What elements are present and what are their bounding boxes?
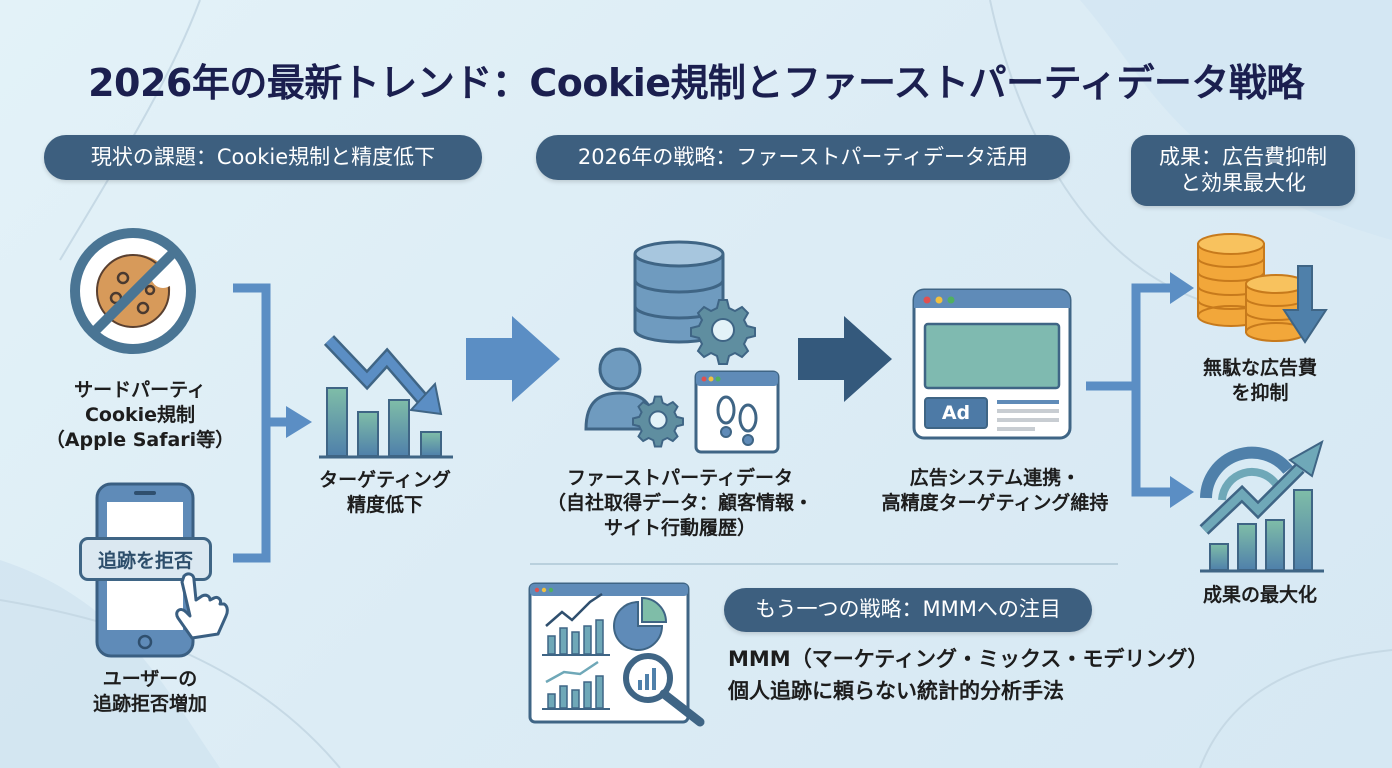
pointing-hand-icon bbox=[175, 572, 229, 640]
database-icon bbox=[633, 240, 725, 344]
user-tracking-refusal-label: ユーザーの 追跡拒否増加 bbox=[92, 668, 207, 716]
section-divider bbox=[530, 563, 1118, 565]
section-header-strategy: 2026年の戦略：ファーストパーティデータ活用 bbox=[536, 135, 1070, 180]
declining-chart-icon bbox=[319, 335, 453, 459]
section-header-result-line1: 成果：広告費抑制 bbox=[1159, 145, 1327, 170]
growth-chart-icon bbox=[1199, 439, 1324, 573]
flow-arrow-to-strategy bbox=[466, 316, 560, 402]
split-connector-arrow bbox=[1086, 272, 1194, 508]
ad-browser-icon bbox=[912, 288, 1072, 440]
gear-icon bbox=[690, 299, 756, 365]
mmm-section-header: もう一つの戦略：MMMへの注目 bbox=[724, 588, 1092, 632]
first-party-data-label: ファーストパーティデータ （自社取得データ：顧客情報・ サイト行動履歴） bbox=[546, 467, 813, 540]
reduce-ad-spend-label: 無駄な広告費 を抑制 bbox=[1202, 357, 1317, 405]
browser-footprints-icon bbox=[694, 370, 780, 454]
maximize-results-label: 成果の最大化 bbox=[1202, 584, 1317, 606]
targeting-accuracy-decline-label: ターゲティング 精度低下 bbox=[319, 469, 451, 517]
mmm-description: MMM（マーケティング・ミックス・モデリング） 個人追跡に頼らない統計的分析手法 bbox=[728, 647, 1209, 703]
ad-system-integration-label: 広告システム連携・ 高精度ターゲティング維持 bbox=[881, 467, 1109, 515]
flow-arrow-to-adsystem bbox=[798, 316, 892, 402]
cookie-regulation-label: サードパーティ Cookie規制 （Apple Safari等） bbox=[45, 379, 235, 452]
merge-connector-arrow bbox=[233, 283, 312, 563]
section-header-current: 現状の課題：Cookie規制と精度低下 bbox=[44, 135, 482, 180]
page-title: 2026年の最新トレンド：Cookie規制とファーストパーティデータ戦略 bbox=[88, 61, 1304, 105]
coins-decrease-icon bbox=[1197, 233, 1328, 344]
section-header-result: 成果：広告費抑制 と効果最大化 bbox=[1131, 135, 1355, 206]
analytics-dashboard-icon bbox=[528, 582, 705, 727]
section-header-result-line2: と効果最大化 bbox=[1180, 170, 1306, 195]
cookie-blocked-icon bbox=[70, 228, 196, 354]
ad-badge: Ad bbox=[941, 402, 971, 424]
gear-small-icon bbox=[632, 395, 684, 448]
